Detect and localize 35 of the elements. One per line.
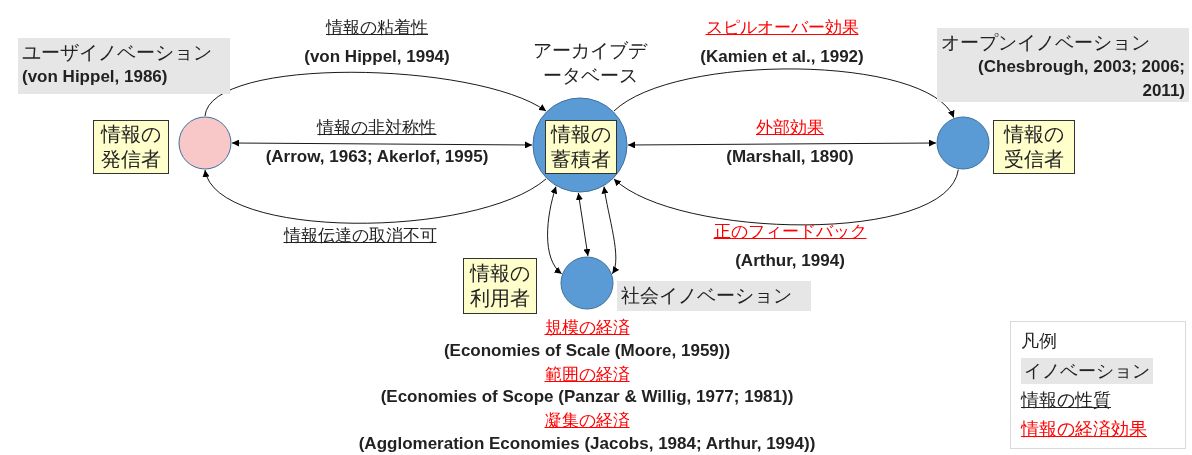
legend-title: 凡例 — [1021, 330, 1058, 353]
circle-node — [532, 97, 628, 193]
legend-entry: 情報の性質 — [1021, 389, 1111, 412]
edge-label: 情報の粘着性 (von Hippel, 1994) — [303, 17, 451, 68]
circle-node — [178, 116, 232, 170]
innovation-box — [617, 281, 811, 311]
role-box: 情報の発信者 — [93, 120, 169, 174]
arrow — [627, 139, 937, 149]
role-box: 情報の蓄積者 — [545, 120, 617, 174]
role-box: 情報の利用者 — [463, 258, 537, 314]
citation: (Economies of Scope (Panzar & Willig, 1977; 1981)) — [380, 386, 794, 408]
innovation-title: オープンイノベーション — [941, 31, 1151, 55]
edge-label: 情報伝達の取消不可 — [282, 225, 438, 247]
legend-entry: 情報の経済効果 — [1021, 418, 1147, 441]
innovation-title: ユーザイノベーション — [22, 41, 213, 65]
edge-label: 正のフィードバック (Arthur, 1994) — [712, 221, 868, 272]
circle-node — [936, 116, 990, 170]
effect-label: 範囲の経済 — [544, 364, 630, 386]
arrow — [231, 139, 533, 149]
edge-label: 外部効果 (Marshall, 1890) — [725, 117, 855, 168]
citation: (von Hippel, 1986) — [22, 66, 169, 88]
edge-label: スピルオーバー効果 (Kamien et al., 1992) — [699, 17, 865, 68]
edge-label: 情報の非対称性 (Arrow, 1963; Akerlof, 1995) — [264, 117, 490, 168]
citation: (Chesbrough, 2003; 2006; 2011) — [977, 56, 1185, 102]
node-caption: アーカイブデータベース — [532, 39, 649, 88]
innovation-box — [937, 28, 1189, 102]
citation: (Agglomeration Economies (Jacobs, 1984; Arthur, 1994)) — [358, 433, 816, 455]
citation: (Economies of Scale (Moore, 1959)) — [443, 340, 731, 362]
effect-label: 規模の経済 — [544, 317, 630, 339]
innovation-box — [18, 38, 230, 94]
innovation-title: 社会イノベーション — [621, 284, 793, 308]
role-box: 情報の受信者 — [993, 120, 1075, 174]
effect-label: 凝集の経済 — [544, 410, 630, 432]
circle-node — [560, 256, 614, 310]
legend-swatch: イノベーション — [1021, 358, 1153, 384]
